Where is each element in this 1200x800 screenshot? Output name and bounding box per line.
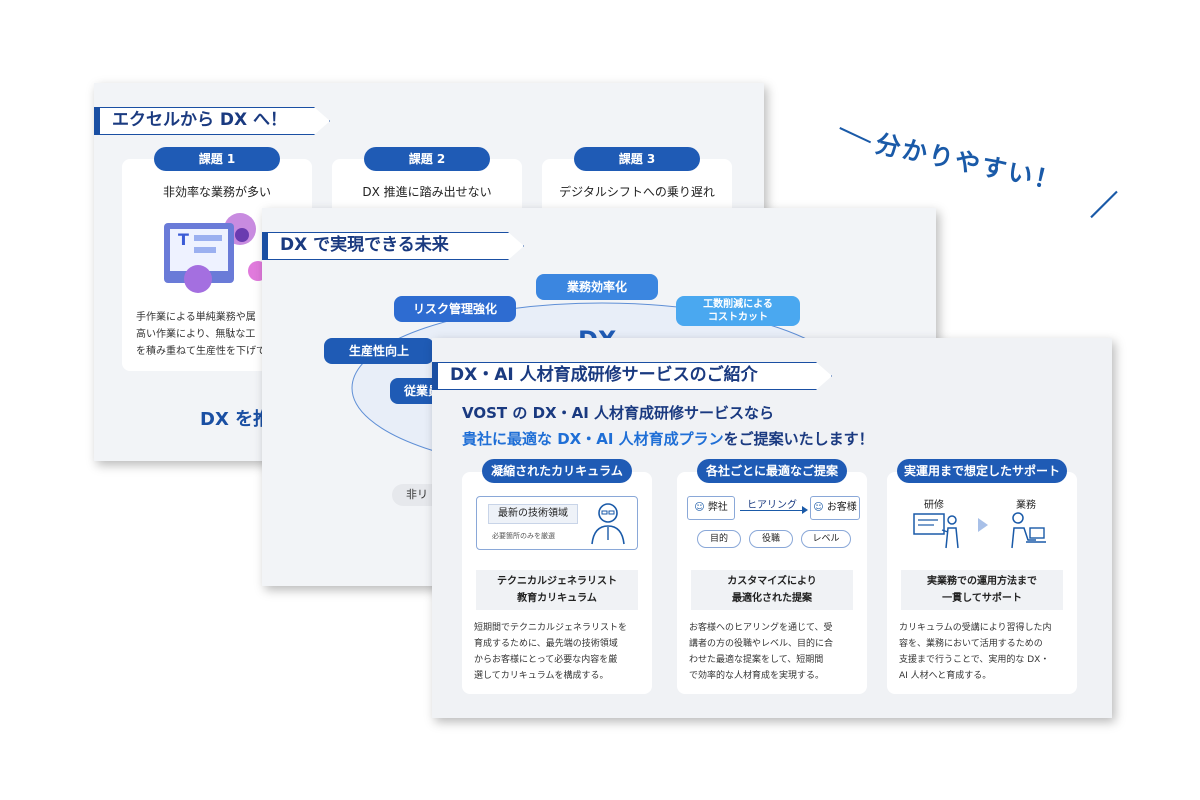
person-small-icon: ☺ <box>694 502 705 513</box>
feature-tag-3: 実運用まで想定したサポート <box>897 459 1067 483</box>
feature-heading-1-line1: テクニカルジェネラリスト <box>497 576 617 587</box>
feature-body-2: お客様へのヒアリングを通じて、受 講者の方の役職やレベル、目的に合 わせた最適な… <box>689 620 859 684</box>
feature-heading-2-line2: 最適化された提案 <box>732 593 812 604</box>
company-label-text: 弊社 <box>707 502 728 513</box>
chip-position: 役職 <box>749 530 793 548</box>
issue-text-3: デジタルシフトへの乗り遅れ <box>559 185 715 199</box>
feature-body-line: からお客様にとって必要な内容を厳 <box>474 655 618 665</box>
feature-body-line: 容を、業務において活用するための <box>899 639 1043 649</box>
slide-service-intro: DX・AI 人材育成研修サービスのご紹介 VOST の DX・AI 人材育成研修… <box>432 338 1112 718</box>
feature-body-line: カリキュラムの受講により習得した内 <box>899 623 1052 633</box>
chip-level: レベル <box>801 530 851 548</box>
arrow-right-icon <box>978 518 988 532</box>
hearing-label: ヒアリング <box>747 500 797 511</box>
issue-tag-3: 課題 3 <box>574 147 700 171</box>
feature-heading-3: 実業務での運用方法まで 一貫してサポート <box>901 570 1063 610</box>
deco-slash-right: ／ <box>1090 189 1119 222</box>
hearing-arrow <box>740 510 806 511</box>
feature-body-line: AI 人材へと育成する。 <box>899 671 992 681</box>
future-item-cost-line2: コストカット <box>708 312 768 323</box>
feature-body-3: カリキュラムの受講により習得した内 容を、業務において活用するための 支援まで行… <box>899 620 1069 684</box>
feature-body-line: 選してカリキュラムを構成する。 <box>474 671 609 681</box>
issue-desc-line: 高い作業により、無駄な工 <box>136 329 256 340</box>
feature-body-line: 支援まで行うことで、実用的な DX・ <box>899 655 1050 665</box>
issue-tag-2: 課題 2 <box>364 147 490 171</box>
issue-tag-1: 課題 1 <box>154 147 280 171</box>
feature-body-line: 講者の方の役職やレベル、目的に合 <box>689 639 834 649</box>
training-label: 研修 <box>924 500 944 511</box>
future-item-cost-line1: 工数削減による <box>703 299 773 310</box>
feature-heading-3-line1: 実業務での運用方法まで <box>927 576 1037 587</box>
client-label: ☺ お客様 <box>810 496 860 520</box>
issue-desc: 手作業による単純業務や属 高い作業により、無駄な工 を積み重ねて生産性を下げて <box>136 309 286 360</box>
feature-heading-2-line1: カスタマイズにより <box>727 576 817 587</box>
feature-tag-2: 各社ごとに最適なご提案 <box>697 459 847 483</box>
issue-text-2: DX 推進に踏み出せない <box>362 185 492 199</box>
feature-body-line: 育成するために、最先端の技術領域 <box>474 639 618 649</box>
slide2-title: DX で実現できる未来 <box>262 232 524 260</box>
training-icon <box>913 513 959 549</box>
lead-rest: をご提案いたします！ <box>723 430 874 448</box>
issue-text-1: 非効率な業務が多い <box>162 185 271 199</box>
slide3-title: DX・AI 人材育成研修サービスのご紹介 <box>432 362 832 390</box>
feature-body-line: お客様へのヒアリングを通じて、受 <box>689 623 833 633</box>
work-icon <box>1011 512 1046 549</box>
feature-body-line: 短期間でテクニカルジェネラリストを <box>474 623 628 633</box>
work-label: 業務 <box>1016 500 1036 511</box>
hearing-arrow-head <box>802 506 808 514</box>
person-small-icon: ☺ <box>813 502 824 513</box>
feature-body-line: わせた最適な提案をして、短期間 <box>689 655 824 665</box>
future-item-productivity: 生産性向上 <box>324 338 434 364</box>
curriculum-box-title: 最新の技術領域 <box>488 504 578 524</box>
future-item-cost: 工数削減による コストカット <box>676 296 800 326</box>
feature-heading-2: カスタマイズにより 最適化された提案 <box>691 570 853 610</box>
lead-highlight: 貴社に最適な DX・AI 人材育成プラン <box>462 430 724 448</box>
chip-purpose: 目的 <box>697 530 741 548</box>
feature-tag-1: 凝縮されたカリキュラム <box>482 459 632 483</box>
client-label-text: お客様 <box>826 502 857 513</box>
issue-desc-line: を積み重ねて生産性を下げて <box>136 346 266 357</box>
future-item-risk: リスク管理強化 <box>394 296 516 322</box>
curriculum-box-sub: 必要箇所のみを厳選 <box>492 532 555 540</box>
company-label: ☺ 弊社 <box>687 496 735 520</box>
future-item-efficiency: 業務効率化 <box>536 274 658 300</box>
svg-text:T: T <box>178 230 189 249</box>
feature-heading-3-line2: 一貫してサポート <box>942 593 1022 604</box>
office-illustration: T <box>164 213 268 293</box>
person-icon <box>591 503 625 545</box>
headline: 分かりやすい！ <box>872 128 1064 197</box>
slide1-title: エクセルから DX へ！ <box>94 107 330 135</box>
slide1-bottom-text: DX を推 <box>200 409 272 430</box>
feature-heading-1: テクニカルジェネラリスト 教育カリキュラム <box>476 570 638 610</box>
deco-slash-left: ＼ <box>838 118 874 156</box>
lead-line-1: VOST の DX・AI 人材育成研修サービスなら <box>462 404 775 422</box>
feature-body-line: で効率的な人材育成を実現する。 <box>689 671 825 681</box>
lead-line-2: 貴社に最適な DX・AI 人材育成プランをご提案いたします！ <box>462 428 874 449</box>
feature-heading-1-line2: 教育カリキュラム <box>517 593 597 604</box>
issue-desc-line: 手作業による単純業務や属 <box>136 312 256 323</box>
feature-body-1: 短期間でテクニカルジェネラリストを 育成するために、最先端の技術領域 からお客様… <box>474 620 644 684</box>
